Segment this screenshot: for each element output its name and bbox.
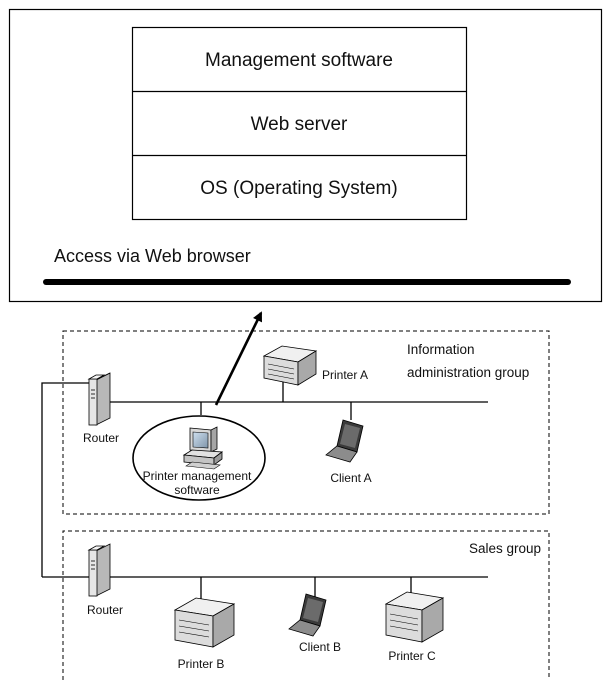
printer-c-label: Printer C	[388, 649, 436, 663]
printer-icon	[262, 345, 318, 386]
stack-layer-management-software: Management software	[205, 50, 393, 71]
router-icon	[87, 372, 111, 426]
router-interlink	[41, 382, 96, 577]
printer-icon	[384, 591, 445, 643]
laptop-icon	[325, 419, 364, 463]
laptop-icon	[288, 593, 327, 637]
stack-layer-os: OS (Operating System)	[200, 178, 397, 199]
printer-icon	[173, 597, 236, 648]
client-b: Client B	[288, 593, 341, 654]
pms-label-line2: software	[174, 483, 220, 497]
client-a-label: Client A	[330, 471, 371, 485]
router-bottom: Router	[87, 543, 123, 617]
access-arrow	[214, 311, 263, 406]
router-top-label: Router	[83, 431, 119, 445]
router-bottom-label: Router	[87, 603, 123, 617]
printer-c: Printer C	[384, 591, 445, 663]
access-label: Access via Web browser	[54, 246, 251, 266]
info-group-title-line2: administration group	[407, 365, 529, 380]
stack-layer-web-server: Web server	[251, 114, 348, 135]
software-stack: Management software Web server OS (Opera…	[131, 26, 468, 221]
sales-group-boundary	[62, 530, 550, 680]
printer-b: Printer B	[173, 597, 236, 671]
printer-a: Printer A	[262, 345, 368, 386]
router-icon	[87, 543, 111, 597]
info-group-boundary	[62, 330, 550, 515]
sales-group-title: Sales group	[469, 541, 541, 556]
printer-b-label: Printer B	[178, 657, 225, 671]
stack-box	[131, 26, 468, 221]
computer-icon	[182, 426, 224, 470]
client-a: Client A	[325, 419, 372, 485]
server-frame	[8, 8, 603, 303]
info-group-title-line1: Information	[407, 342, 475, 357]
client-b-label: Client B	[299, 640, 341, 654]
printer-management-pc: Printer management software	[132, 415, 266, 501]
pms-label-line1: Printer management	[143, 469, 252, 483]
router-top: Router	[83, 372, 119, 445]
printer-a-label: Printer A	[322, 368, 368, 382]
